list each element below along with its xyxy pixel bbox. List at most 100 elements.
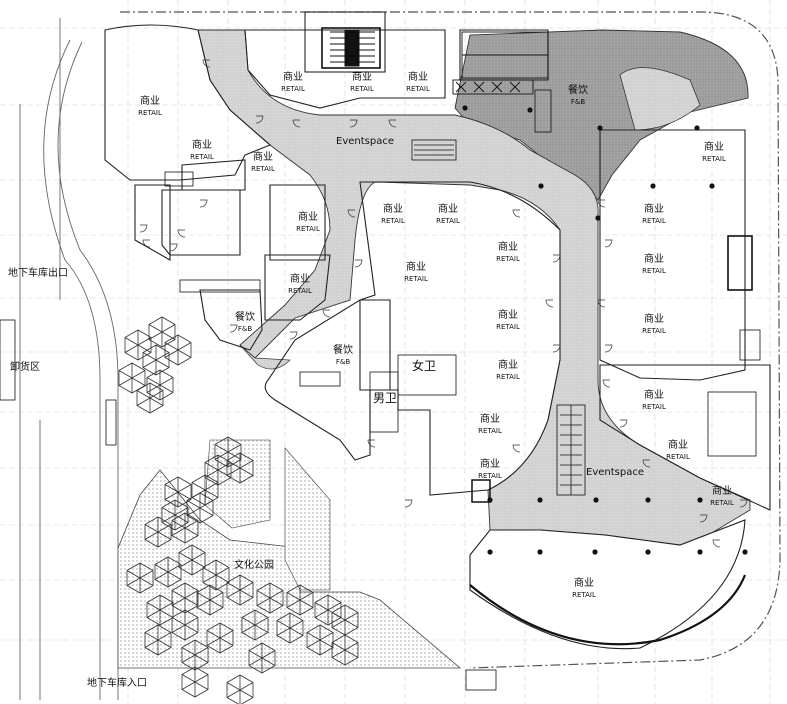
hexagon-spoke (146, 602, 174, 618)
building-walls (104, 24, 771, 511)
column (527, 107, 533, 113)
door-swing (602, 379, 611, 388)
door-swing (139, 224, 148, 233)
hexagon-spoke (118, 370, 146, 386)
door-swing (292, 119, 301, 128)
hexagon-spoke (186, 500, 214, 516)
column (537, 549, 543, 555)
room-name-zh: 商业 (290, 272, 310, 285)
door-swing (619, 419, 628, 428)
hexagon-planter (226, 674, 254, 704)
door-swing (604, 344, 613, 353)
hexagon-spoke (171, 617, 199, 633)
mall-corridor (197, 29, 751, 546)
room-name-en: RETAIL (666, 453, 690, 461)
structural-columns (462, 105, 748, 555)
hexagon-spoke (248, 650, 276, 666)
column (709, 183, 715, 189)
hexagon-spoke (164, 484, 192, 500)
room-fb-c: 餐饮F&B (333, 343, 353, 366)
room-fb-w: 餐饮F&B (235, 310, 255, 333)
hexagon-spoke (136, 390, 164, 406)
hexagon-spoke (181, 674, 209, 690)
hexagon-spoke (226, 682, 254, 698)
hexagon-spoke (124, 337, 152, 353)
column (593, 497, 599, 503)
room-name-en: RETAIL (436, 217, 460, 225)
door-swing (322, 309, 331, 318)
door-swing (367, 439, 376, 448)
hexagon-spoke (276, 620, 304, 636)
column (487, 497, 493, 503)
room-name-en: RETAIL (288, 287, 312, 295)
room-name-zh: 商业 (192, 138, 212, 151)
door-swing (169, 243, 178, 252)
hexagon-spoke (146, 377, 174, 393)
door-swing (552, 344, 561, 353)
column (697, 549, 703, 555)
hexagon-spoke (241, 617, 269, 633)
site-boundary-west (19, 18, 61, 700)
door-swing (597, 299, 606, 308)
door-swings (139, 59, 748, 548)
hexagon-spoke (206, 630, 234, 646)
hexagon-spoke (171, 590, 199, 606)
room-r-w4: 商业 RETAIL (288, 272, 312, 295)
room-name-zh: 商业 (480, 412, 500, 425)
door-swing (229, 324, 238, 333)
hexagon-spoke (171, 520, 199, 536)
door-swing (699, 514, 708, 523)
door-swing (512, 209, 521, 218)
hexagon-spoke (256, 590, 284, 606)
escalator-bottom (556, 404, 586, 496)
door-swing (712, 539, 721, 548)
hexagon-spoke (331, 642, 359, 658)
service-cores (0, 89, 761, 691)
garage-entrance-label: 地下车库入口 (87, 676, 147, 689)
door-swing (289, 331, 298, 340)
hexagon-spoke (164, 342, 192, 358)
door-swing (202, 59, 211, 68)
door-swing (545, 299, 554, 308)
door-swing (349, 119, 358, 128)
room-name-en: RETAIL (702, 155, 726, 163)
room-name-en: RETAIL (138, 109, 162, 117)
column (697, 497, 703, 503)
room-name-zh: 商业 (352, 70, 372, 83)
door-swing (347, 209, 356, 218)
room-name-zh: 商业 (438, 202, 458, 215)
column (537, 497, 543, 503)
room-name-zh: 商业 (644, 388, 664, 401)
room-name-en: RETAIL (642, 267, 666, 275)
room-name-zh: 商业 (498, 308, 518, 321)
column (645, 497, 651, 503)
room-name-en: RETAIL (478, 472, 502, 480)
hexagon-spoke (314, 602, 342, 618)
room-name-zh: 商业 (283, 70, 303, 83)
escalator-top (411, 139, 457, 161)
door-swing (388, 119, 397, 128)
room-name-zh: 商业 (712, 484, 732, 497)
room-name-zh: 商业 (668, 438, 688, 451)
room-name-zh: 商业 (406, 260, 426, 273)
room-name-en: RETAIL (642, 217, 666, 225)
column (592, 549, 598, 555)
room-r-e6: 商业 RETAIL (666, 438, 690, 461)
stair-core-north (452, 31, 549, 95)
column (595, 215, 601, 221)
room-name-en: RETAIL (710, 499, 734, 507)
hexagon-spoke (214, 444, 242, 460)
hexagon-spoke (306, 632, 334, 648)
culture-park-strip-2 (284, 447, 331, 591)
column (462, 105, 468, 111)
room-name-zh: 商业 (498, 358, 518, 371)
room-name-zh: 商业 (298, 210, 318, 223)
